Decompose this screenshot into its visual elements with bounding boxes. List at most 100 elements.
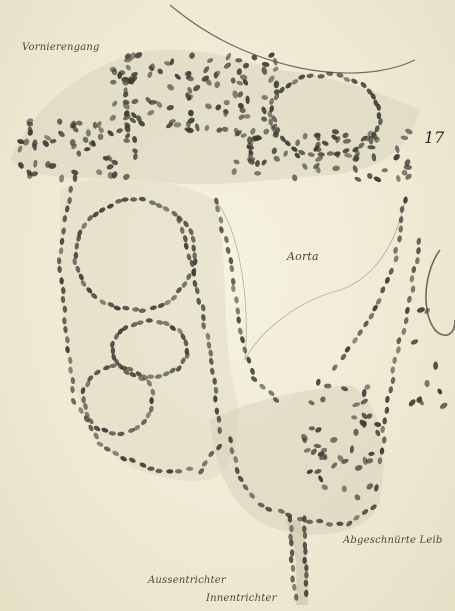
nucleus-right-wall [351,336,359,344]
nucleus-right-wall [398,225,403,233]
nucleus-outer-wall [147,467,154,471]
nucleus-stalk [304,564,308,571]
nucleus-stalk [304,572,308,579]
nucleus-right-outer [382,436,387,444]
nucleus-right-scatter [408,398,417,408]
nucleus-right-outer [410,285,415,293]
label-aorta: Aorta [287,250,319,263]
nucleus-upper-right [395,175,401,183]
nucleus-right-wall [331,363,339,371]
nucleus-right-outer [416,247,421,255]
nucleus-right-wall [368,312,376,320]
nucleus-inner-wall [223,235,229,243]
nucleus-right-wall [371,304,379,312]
nucleus-upper [235,58,242,62]
nucleus-inner-wall [258,383,266,391]
upper-tissue-mass [10,50,420,185]
nucleus-right-wall [393,247,398,255]
nucleus-upper [267,51,275,58]
nucleus-right-wall [356,328,364,336]
nucleus-tubule-large [130,197,137,201]
nucleus-upper-right [366,172,373,180]
nucleus-right-outer [406,295,412,303]
nucleus-inner-wall [234,296,239,304]
nucleus-upper [272,57,278,66]
nucleus-tubule-mid [147,375,154,379]
nucleus-right-outer [411,266,416,274]
nucleus-tubule-mid [111,347,115,354]
nucleus-duct-ring [350,77,358,85]
nucleus-right-wall [344,345,352,353]
nucleus-tubule-large [132,307,139,311]
nucleus-right-wall [388,267,395,275]
nucleus-right-outer [415,257,420,265]
nucleus-right-wall [340,353,348,361]
nucleus-inner-wall [242,346,248,354]
nucleus-right-scatter [416,306,425,313]
nucleus-right-outer [416,237,421,245]
nucleus-right-wall [362,320,370,328]
nucleus-upper-left [73,174,78,182]
nucleus-funnel [315,378,321,386]
nucleus-stalk [302,557,306,564]
nucleus-duct-ring [343,76,351,83]
label-vornierengang: Vornierengang [22,42,100,53]
label-aussentrichter: Aussentrichter [148,575,226,586]
plate-number: 17 [424,128,444,147]
nucleus-outer-wall [70,397,77,405]
nucleus-inner-wall [236,316,241,324]
nucleus-right-wall [384,276,391,284]
nucleus-right-outer [392,356,397,364]
nucleus-right-wall [397,235,402,243]
nucleus-inner-wall [250,375,258,383]
right-vessel-edge [426,250,455,335]
nucleus-stalk [289,556,294,564]
nucleus-funnel [324,384,332,389]
nucleus-right-outer [395,346,401,354]
nucleus-right-wall [375,297,383,305]
nucleus-right-outer [385,396,390,404]
label-abgeschnuerte: Abgeschnürte Leib [343,535,442,546]
nucleus-inner-wall [249,367,255,375]
nucleus-stalk [304,590,308,597]
nucleus-upper-right [403,164,412,170]
nucleus-outer-wall [166,469,173,473]
nucleus-right-outer [404,306,410,314]
nucleus-stalk [292,584,297,592]
nucleus-inner-wall [229,265,234,273]
nucleus-inner-wall [231,278,236,286]
nucleus-right-outer [396,337,402,345]
nucleus-right-outer [382,417,387,425]
nucleus-right-outer [401,327,407,335]
nucleus-inner-wall [228,257,233,265]
nucleus-outer-wall [186,467,193,471]
nucleus-upper [250,53,258,61]
nucleus-right-scatter [433,362,438,370]
nucleus-inner-wall [237,327,243,335]
nucleus-inner-wall [235,307,240,315]
nucleus-stalk [304,580,308,587]
nucleus-upper-right [373,175,382,183]
nucleus-right-wall [379,286,386,294]
nucleus-tubule-large [192,252,196,259]
nucleus-upper-right [392,153,401,162]
nucleus-right-scatter [439,401,449,410]
nucleus-right-scatter [410,338,419,345]
nucleus-right-outer [390,377,395,385]
aorta-wall [215,200,405,360]
nucleus-stalk [290,565,295,573]
nucleus-right-scatter [436,388,443,395]
nucleus-right-outer [403,317,409,325]
nucleus-stalk [290,549,295,556]
nucleus-stalk [290,575,295,583]
nucleus-inner-wall [239,336,245,344]
nucleus-right-wall [393,255,400,263]
nucleus-inner-wall [267,389,275,397]
nucleus-right-outer [388,386,393,394]
nucleus-right-wall [403,196,408,204]
nucleus-tubule-small [81,396,85,403]
nucleus-right-outer [390,366,395,374]
nucleus-right-outer [409,275,414,283]
nucleus-upper-right [354,176,362,183]
